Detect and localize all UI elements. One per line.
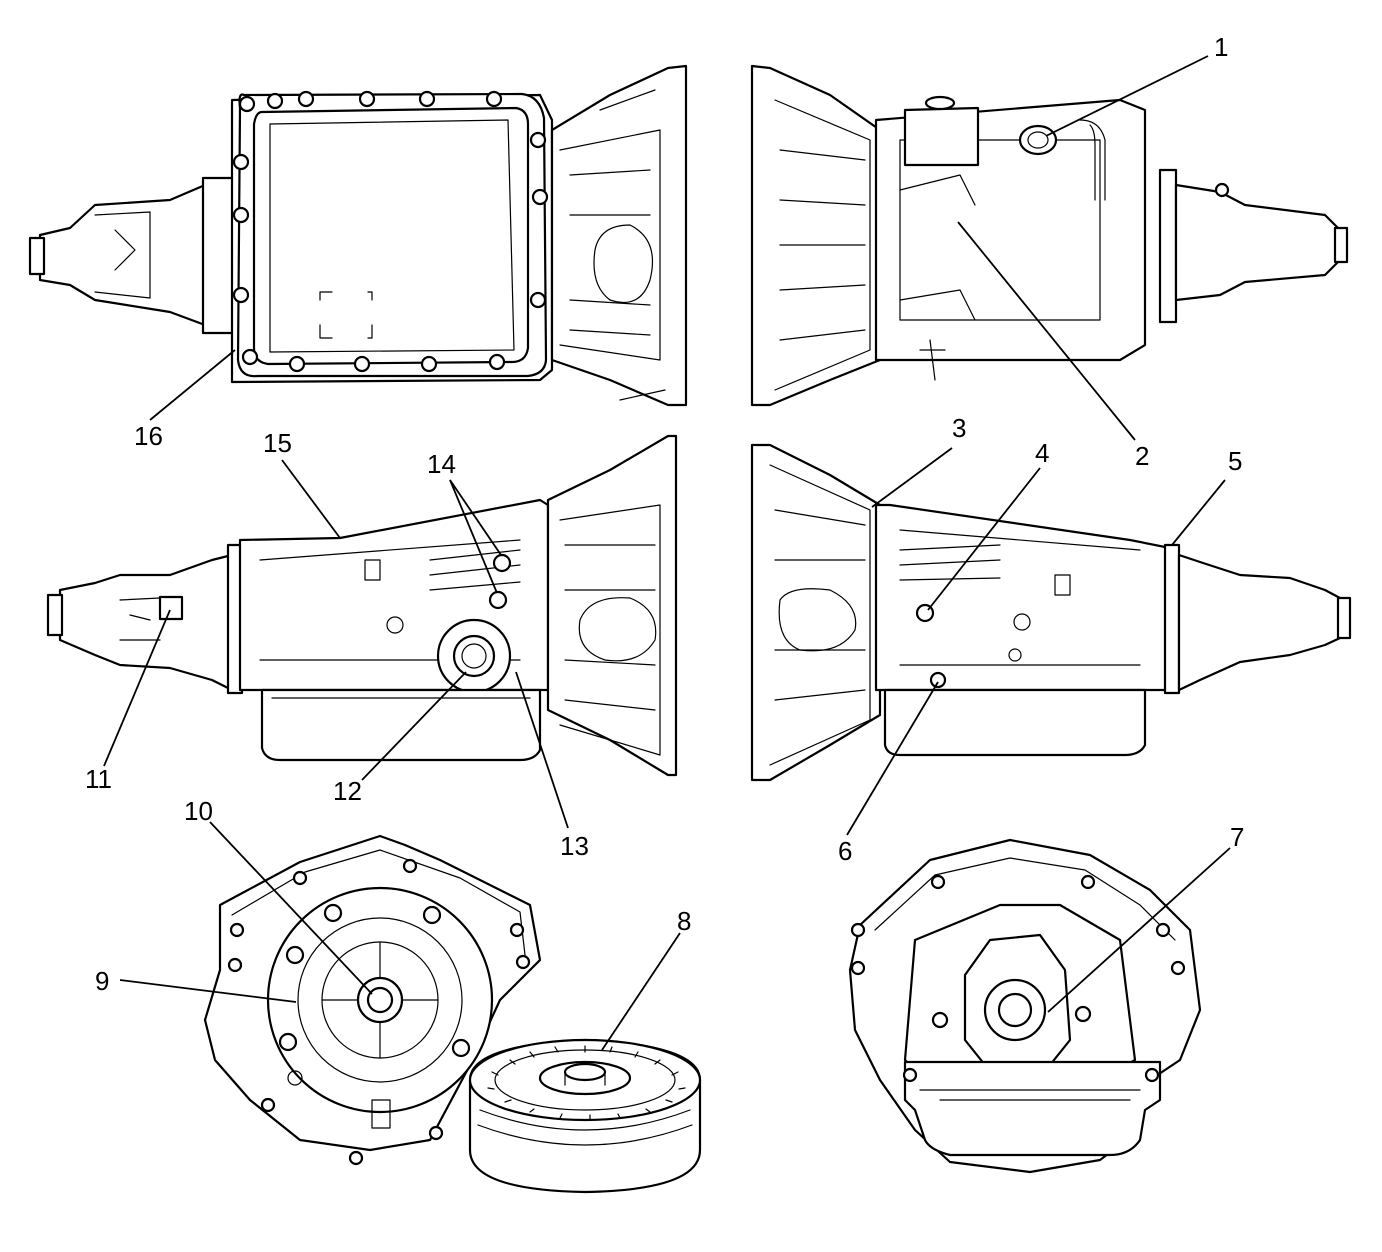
callout-1: 1 (1214, 32, 1228, 62)
callout-10: 10 (184, 796, 213, 826)
callout-7: 7 (1230, 822, 1244, 852)
pan-bolts (232, 90, 549, 373)
callout-15: 15 (263, 428, 292, 458)
callout-4: 4 (1035, 438, 1049, 468)
transmission-bottom-view (28, 64, 688, 407)
callout-14: 14 (427, 449, 456, 479)
callout-3: 3 (952, 413, 966, 443)
transmission-rear-view (848, 838, 1202, 1174)
callout-labels: 1 2 3 4 5 6 7 8 9 10 11 12 13 14 15 16 (85, 32, 1244, 996)
callout-12: 12 (333, 776, 362, 806)
transmission-top-view (750, 64, 1349, 407)
callout-6: 6 (838, 836, 852, 866)
callout-5: 5 (1228, 446, 1242, 476)
torque-converter (468, 1038, 702, 1194)
callout-11: 11 (85, 764, 112, 794)
callout-9: 9 (95, 966, 109, 996)
transmission-right-side-view (750, 443, 1352, 782)
callout-2: 2 (1135, 441, 1149, 471)
leader-lines (103, 55, 1231, 1051)
callout-16: 16 (134, 421, 163, 451)
transmission-left-side-view (46, 434, 678, 777)
callout-13: 13 (560, 831, 589, 861)
callout-8: 8 (677, 906, 691, 936)
